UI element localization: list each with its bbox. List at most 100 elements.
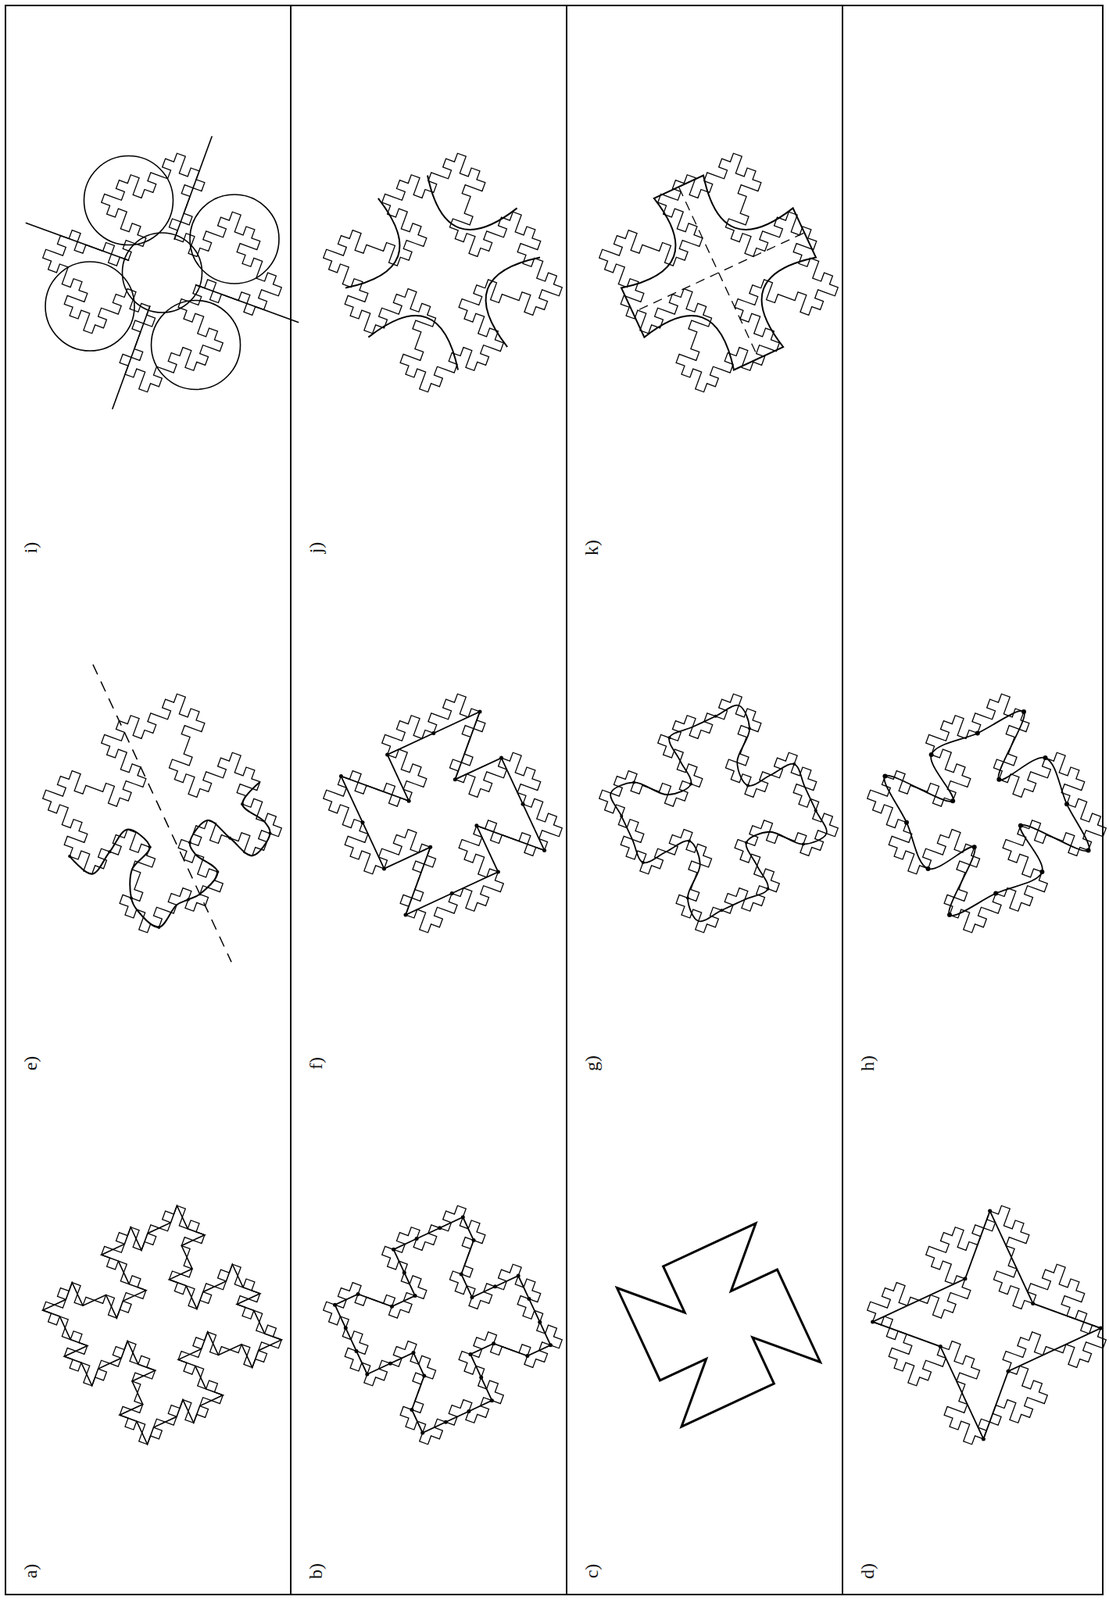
panel-figure — [599, 694, 839, 934]
approximation-polygon — [616, 1223, 820, 1428]
panel-label: f) — [306, 1057, 326, 1070]
vertex-dot — [1098, 1327, 1103, 1331]
axis-line — [679, 187, 759, 358]
vertex-dot — [360, 820, 365, 825]
vertex-dot — [332, 1303, 337, 1308]
concave-arc — [345, 198, 400, 289]
panel-label: g) — [582, 1055, 602, 1072]
vertex-dot — [453, 777, 458, 782]
vertex-dot — [950, 798, 956, 804]
vertex-dot — [389, 1305, 394, 1310]
panel-label: b) — [306, 1563, 326, 1580]
vertex-dot — [993, 891, 999, 897]
approximation-curve — [69, 782, 270, 928]
vertex-dot — [466, 1409, 471, 1414]
panel-figure — [25, 135, 299, 409]
vertex-dot — [975, 730, 981, 736]
vertex-dot — [1064, 801, 1070, 807]
vertex-dot — [972, 844, 977, 850]
vertex-dot — [443, 1420, 448, 1425]
vertex-dot — [870, 1320, 875, 1324]
approximation-curve — [883, 711, 1089, 916]
fractal-outline — [599, 694, 839, 934]
fractal-outline — [42, 1205, 283, 1446]
column-divider — [289, 5, 292, 1596]
vertex-dot — [477, 709, 482, 714]
approximation-polygon — [872, 1211, 1102, 1440]
vertex-dot — [496, 870, 501, 875]
vertex-dot — [470, 1295, 475, 1300]
vertex-dot — [240, 802, 244, 806]
fractal-outline — [867, 1205, 1107, 1446]
concave-arc — [486, 257, 541, 348]
vertex-dot — [747, 727, 752, 731]
vertex-dot — [687, 839, 691, 843]
vertex-dot — [148, 845, 152, 849]
vertex-dot — [1043, 755, 1049, 761]
vertex-dot — [461, 1216, 466, 1220]
vertex-dot — [474, 823, 479, 828]
panel-figure — [616, 1223, 820, 1428]
vertex-dot — [981, 1437, 986, 1442]
vertex-dot — [947, 912, 952, 918]
vertex-dot — [814, 808, 818, 813]
vertex-dot — [938, 1345, 943, 1349]
vertex-dot — [1086, 847, 1092, 853]
approximation-polygon — [42, 1205, 283, 1446]
vertex-dot — [437, 1226, 442, 1231]
vertex-dot — [996, 777, 1002, 783]
vertex-dot — [356, 1292, 361, 1297]
vertex-dot — [472, 1238, 476, 1243]
vertex-dot — [929, 752, 934, 758]
vertex-dot — [962, 1277, 967, 1281]
division-line — [195, 284, 299, 322]
vertex-dot — [414, 1237, 419, 1242]
vertex-dot — [479, 1376, 483, 1381]
panel-label: a) — [21, 1564, 40, 1580]
cross-outline — [621, 175, 816, 371]
vertex-dot — [1030, 1302, 1035, 1306]
vertex-dot — [391, 1248, 396, 1253]
axis-line — [633, 232, 805, 312]
vertex-dot — [526, 1297, 531, 1302]
panel-label: e) — [21, 1056, 40, 1072]
vertex-dot — [719, 908, 723, 913]
vertex-dot — [904, 820, 909, 826]
panel-label: k) — [582, 540, 602, 556]
vertex-dot — [339, 774, 344, 779]
vertex-dot — [516, 1274, 521, 1279]
vertex-dot — [407, 799, 412, 804]
panel-label: c) — [582, 1564, 602, 1580]
panel-figure — [599, 153, 839, 393]
vertex-dot — [792, 762, 796, 766]
vertex-dot — [129, 896, 133, 900]
vertex-dot — [411, 1351, 415, 1356]
panel-label: d) — [858, 1563, 877, 1580]
vertex-dot — [388, 1362, 393, 1367]
vertex-dot — [537, 1320, 542, 1325]
vertex-dot — [491, 1341, 496, 1346]
vertex-dot — [746, 784, 750, 788]
fractal-outline — [323, 694, 563, 934]
vertex-dot — [404, 913, 408, 918]
vertex-dot — [431, 731, 436, 736]
vertex-dot — [641, 861, 645, 865]
vertex-dot — [420, 1430, 425, 1435]
frame — [5, 5, 1103, 1596]
vertex-dot — [525, 1354, 530, 1359]
fractal-outline — [42, 153, 283, 393]
vertex-dot — [215, 870, 219, 874]
fractal-outline — [599, 153, 839, 393]
symmetry-axis — [93, 665, 232, 963]
panel-figure — [867, 694, 1107, 934]
vertex-dot — [925, 866, 931, 872]
vertex-dot — [382, 866, 387, 871]
fractal-outline — [323, 1205, 563, 1446]
approximation-circle — [45, 261, 135, 351]
vertex-dot — [364, 1372, 369, 1377]
vertex-dot — [422, 1374, 426, 1379]
vertex-dot — [619, 815, 623, 819]
vertex-dot — [689, 782, 693, 786]
fractal-outline — [42, 694, 283, 934]
